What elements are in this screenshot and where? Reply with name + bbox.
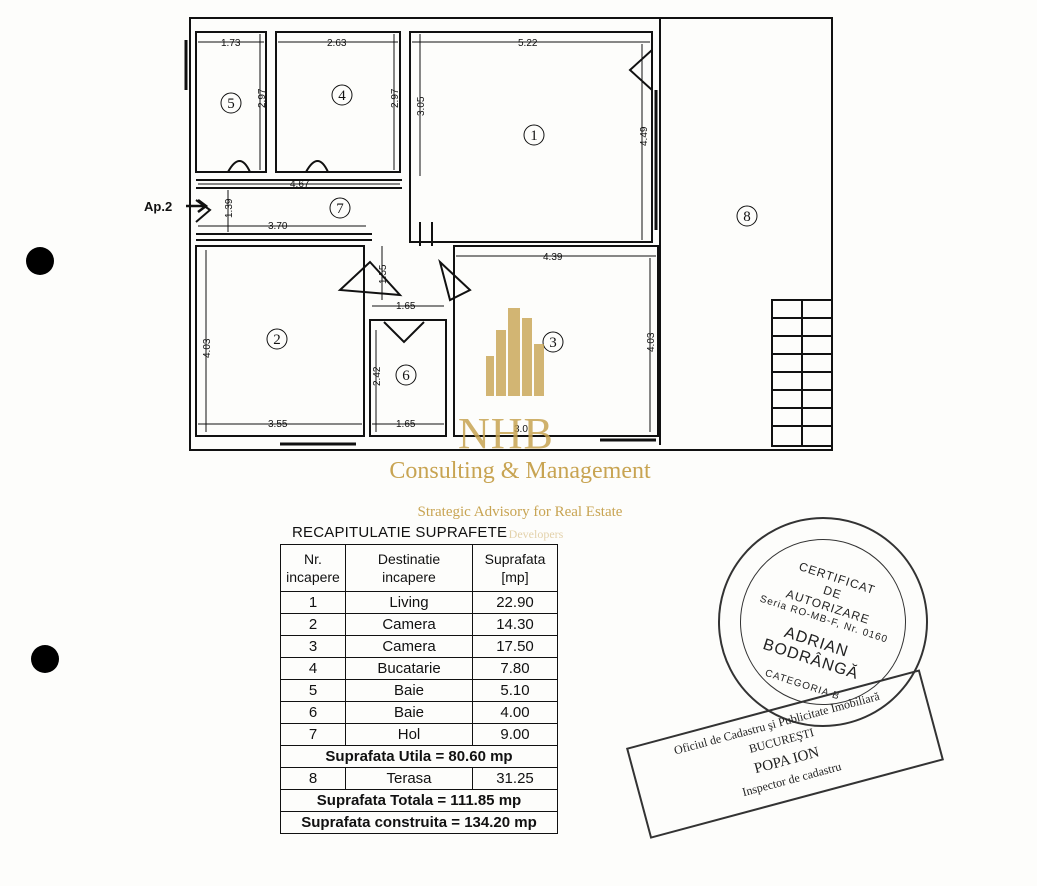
- cell-dest: Living: [345, 591, 473, 614]
- sum-utila-row: Suprafata Utila = 80.60 mp: [280, 745, 558, 768]
- cell-nr: 8: [280, 767, 346, 790]
- cell-nr: 6: [280, 701, 346, 724]
- room-5-number: 5: [227, 96, 235, 112]
- watermark-subtitle-2: Developers: [508, 527, 564, 541]
- recap-table: Nr. incapere Destinatie incapere Suprafa…: [280, 544, 558, 834]
- sum-utila: Suprafata Utila = 80.60 mp: [280, 745, 558, 768]
- recap-title: RECAPITULATIE SUPRAFETE: [292, 524, 508, 541]
- header-area: Suprafata [mp]: [472, 544, 558, 592]
- room-3-walls: [453, 245, 659, 437]
- punch-hole-top: [26, 247, 54, 275]
- watermark-logo-text: NHB: [458, 409, 554, 458]
- room-8-number: 8: [743, 209, 751, 225]
- cell-area: 5.10: [472, 679, 558, 702]
- door-5: [227, 160, 251, 173]
- floor-plan: 1.73 2.63 5.22 2.97 2.97 3.05 4.49 4.67 …: [144, 17, 833, 451]
- dim-4-03-a: 4.03: [202, 338, 213, 358]
- dim-4-03-b: 4.03: [646, 332, 657, 352]
- watermark-title: Consulting & Management: [389, 458, 651, 484]
- room-1-number: 1: [530, 128, 538, 144]
- cell-nr: 4: [280, 657, 346, 680]
- door-6: [383, 321, 425, 344]
- cell-dest: Camera: [345, 613, 473, 636]
- dim-3-70: 3.70: [268, 221, 288, 232]
- cell-area: 14.30: [472, 613, 558, 636]
- door-1: [628, 47, 653, 93]
- dim-3-55: 3.55: [268, 419, 288, 430]
- plan-outline: [189, 17, 833, 451]
- door-3: [438, 258, 472, 302]
- cell-nr: 1: [280, 591, 346, 614]
- table-header-row: Nr. incapere Destinatie incapere Suprafa…: [280, 544, 558, 592]
- sum-construita-row: Suprafata construita = 134.20 mp: [280, 811, 558, 834]
- dim-3-0: 3.0: [514, 424, 528, 435]
- cell-area: 9.00: [472, 723, 558, 746]
- dim-1-55: 1.55: [378, 264, 389, 284]
- dim-1-39: 1.39: [224, 198, 235, 218]
- dim-2-42: 2.42: [372, 366, 383, 386]
- dim-4-67: 4.67: [290, 179, 310, 190]
- dim-2-63: 2.63: [327, 38, 347, 49]
- cell-dest: Camera: [345, 635, 473, 658]
- header-dest: Destinatie incapere: [345, 544, 473, 592]
- sum-totala: Suprafata Totala = 111.85 mp: [280, 789, 558, 812]
- cell-dest: Baie: [345, 679, 473, 702]
- room-6-walls: [369, 319, 447, 437]
- dim-1-65-a: 1.65: [396, 301, 416, 312]
- room-5-walls: [195, 31, 267, 173]
- dim-1-73: 1.73: [221, 38, 241, 49]
- cell-area: 22.90: [472, 591, 558, 614]
- door-4: [305, 160, 329, 173]
- cell-area: 4.00: [472, 701, 558, 724]
- entry-arrow-icon: [186, 199, 209, 213]
- cell-nr: 7: [280, 723, 346, 746]
- room-1-walls: [409, 31, 653, 243]
- cell-nr: 5: [280, 679, 346, 702]
- cell-nr: 3: [280, 635, 346, 658]
- cell-dest: Hol: [345, 723, 473, 746]
- dim-2-97-b: 2.97: [390, 88, 401, 108]
- cell-area: 17.50: [472, 635, 558, 658]
- header-nr: Nr. incapere: [280, 544, 346, 592]
- dim-4-39: 4.39: [543, 252, 563, 263]
- dim-3-05: 3.05: [416, 96, 427, 116]
- room-4-walls: [275, 31, 401, 173]
- cell-area: 7.80: [472, 657, 558, 680]
- stairs: [771, 299, 833, 447]
- cell-nr: 2: [280, 613, 346, 636]
- room-4-number: 4: [338, 88, 346, 104]
- room-3-number: 3: [549, 335, 557, 351]
- watermark-subtitle: Strategic Advisory for Real Estate: [417, 504, 623, 520]
- room-2-walls: [195, 245, 365, 437]
- building-logo-icon: [486, 308, 544, 396]
- cell-area: 31.25: [472, 767, 558, 790]
- dim-1-65-b: 1.65: [396, 419, 416, 430]
- room-6-number: 6: [402, 368, 410, 384]
- sum-construita: Suprafata construita = 134.20 mp: [280, 811, 558, 834]
- dim-4-49: 4.49: [639, 126, 650, 146]
- room-2-number: 2: [273, 332, 281, 348]
- punch-hole-bottom: [31, 645, 59, 673]
- door-2: [337, 260, 403, 297]
- cell-dest: Baie: [345, 701, 473, 724]
- room-7-number: 7: [336, 201, 344, 217]
- cell-dest: Bucatarie: [345, 657, 473, 680]
- dim-2-97-a: 2.97: [257, 88, 268, 108]
- apartment-label: Ap.2: [144, 199, 172, 214]
- sum-totala-row: Suprafata Totala = 111.85 mp: [280, 789, 558, 812]
- dim-5-22: 5.22: [518, 38, 538, 49]
- cell-dest: Terasa: [345, 767, 473, 790]
